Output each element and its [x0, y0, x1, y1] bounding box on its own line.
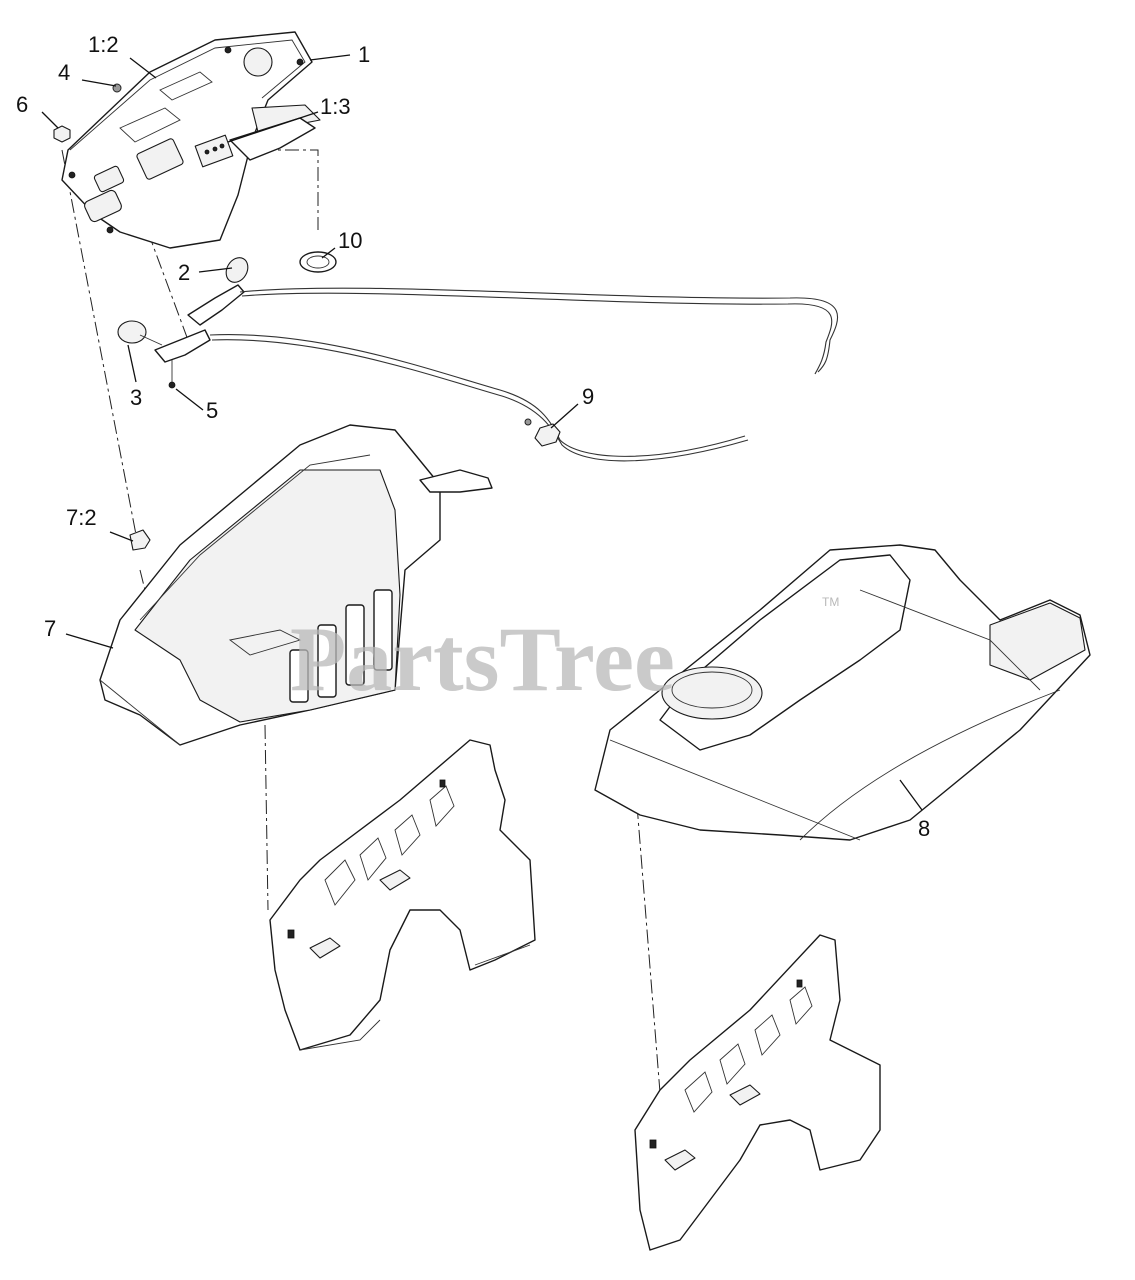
callout-4: 4 — [58, 60, 70, 85]
control-panel-part — [61, 31, 321, 249]
callout-9: 9 — [582, 384, 594, 409]
watermark: PartsTree TM — [290, 595, 839, 710]
callout-7-2: 7:2 — [66, 505, 97, 530]
callout-1-2: 1:2 — [88, 32, 119, 57]
leader-lines — [41, 54, 923, 811]
right-plate-part — [634, 934, 881, 1251]
callout-6: 6 — [16, 92, 28, 117]
callout-8: 8 — [918, 816, 930, 841]
callout-1-3: 1:3 — [320, 94, 351, 119]
console-vent-slots — [289, 589, 393, 703]
lever-assembly-part — [117, 257, 249, 389]
callout-3: 3 — [130, 385, 142, 410]
callout-2: 2 — [178, 260, 190, 285]
left-plate-part — [269, 739, 536, 1051]
callout-7: 7 — [44, 616, 56, 641]
right-console-part — [594, 544, 1091, 841]
callout-10: 10 — [338, 228, 362, 253]
callout-1: 1 — [358, 42, 370, 67]
throttle-cables — [209, 287, 839, 462]
grommet-part — [299, 251, 337, 273]
watermark-tm-mark: TM — [822, 595, 839, 609]
fastener-parts — [53, 83, 122, 143]
callout-labels: 1:2 1 4 6 1:3 10 2 3 5 9 7:2 7 8 — [16, 32, 930, 841]
watermark-text: PartsTree — [290, 608, 675, 710]
callout-5: 5 — [206, 398, 218, 423]
left-console-part — [99, 424, 493, 746]
